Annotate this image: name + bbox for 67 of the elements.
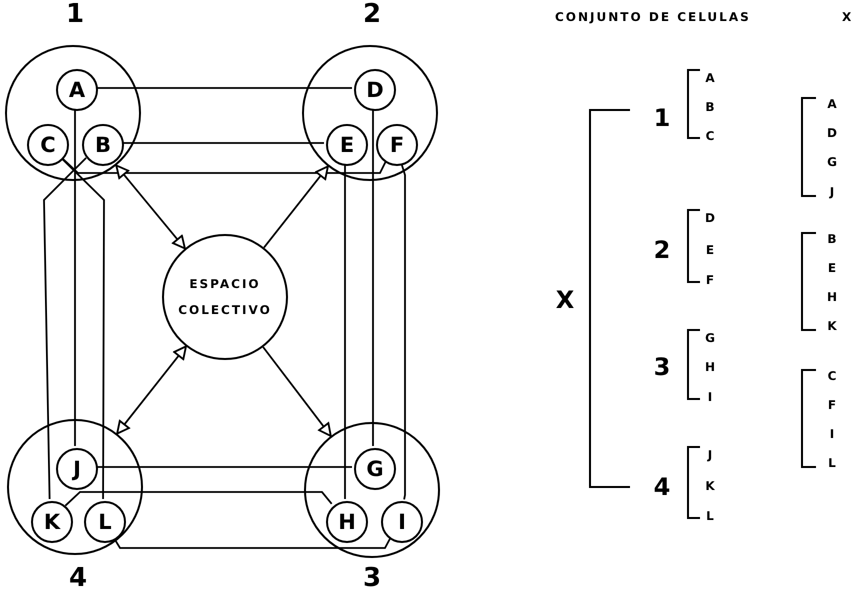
cell-letter: D xyxy=(705,212,715,224)
cell-letter: I xyxy=(708,391,712,403)
cell-circle: F xyxy=(376,124,418,166)
cell-letter: J xyxy=(830,186,834,198)
cell-letter: L xyxy=(828,457,836,469)
cell-letter: B xyxy=(827,233,837,245)
cell-circle: A xyxy=(56,69,98,111)
set-label: X xyxy=(556,288,574,312)
connector-line xyxy=(122,142,324,144)
node-label: ESPACIO COLECTIVO xyxy=(177,276,273,319)
group-number: 4 xyxy=(68,565,88,591)
group-number: 3 xyxy=(362,565,382,591)
cell-letter: G xyxy=(827,156,837,168)
group-number: 3 xyxy=(654,355,670,379)
connector-line xyxy=(113,537,391,549)
cell-letter: K xyxy=(705,480,715,492)
cell-letter: G xyxy=(705,332,715,344)
cell-letter: E xyxy=(828,262,836,274)
cell-letter: C xyxy=(828,370,836,382)
cell-circle: E xyxy=(326,124,368,166)
connector-line xyxy=(60,157,105,499)
cell-letter: A xyxy=(705,72,715,84)
group-number: 2 xyxy=(362,1,382,27)
group-number: 2 xyxy=(654,238,670,262)
cell-letter: H xyxy=(704,361,716,373)
cell-letter: C xyxy=(706,130,714,142)
group-number: 1 xyxy=(66,1,84,27)
cell-letter: J xyxy=(708,449,712,461)
cell-circle: J xyxy=(56,448,98,490)
cell-letter: A xyxy=(827,98,837,110)
group-number: 1 xyxy=(654,106,670,130)
cell-circle: C xyxy=(27,124,69,166)
cell-letter: I xyxy=(830,428,834,440)
connector-line xyxy=(96,466,352,468)
cell-circle: K xyxy=(31,501,73,543)
arrow xyxy=(263,165,329,248)
heading: CONJUNTO DE CELULAS xyxy=(555,11,751,23)
cell-letter: F xyxy=(706,274,714,286)
connector-line xyxy=(74,109,76,446)
cell-circle: G xyxy=(354,448,396,490)
connector-line xyxy=(96,87,352,89)
cell-letter: B xyxy=(705,101,715,113)
cell-group-circle xyxy=(304,422,440,558)
cell-group-circle xyxy=(5,45,141,181)
connector-line xyxy=(400,162,406,500)
arrow xyxy=(262,346,332,437)
cell-letter: D xyxy=(827,127,837,139)
cell-circle: I xyxy=(381,501,423,543)
arrow xyxy=(116,346,187,435)
cell-letter: H xyxy=(826,291,838,303)
heading: X xyxy=(842,11,854,23)
group-number: 4 xyxy=(654,475,670,499)
cell-letter: L xyxy=(706,510,714,522)
connector-line xyxy=(344,164,346,499)
cell-circle: B xyxy=(82,124,124,166)
connector-line xyxy=(64,491,332,506)
connector-line xyxy=(43,157,87,500)
cell-circle: H xyxy=(326,501,368,543)
cell-letter: E xyxy=(706,244,714,256)
cell-letter: F xyxy=(828,399,836,411)
cell-circle: L xyxy=(84,501,126,543)
cell-circle: D xyxy=(354,69,396,111)
connector-line xyxy=(372,109,374,446)
cell-group-circle xyxy=(302,45,438,181)
arrow xyxy=(115,164,186,250)
cell-letter: K xyxy=(827,320,837,332)
cell-group-circle xyxy=(7,419,143,555)
